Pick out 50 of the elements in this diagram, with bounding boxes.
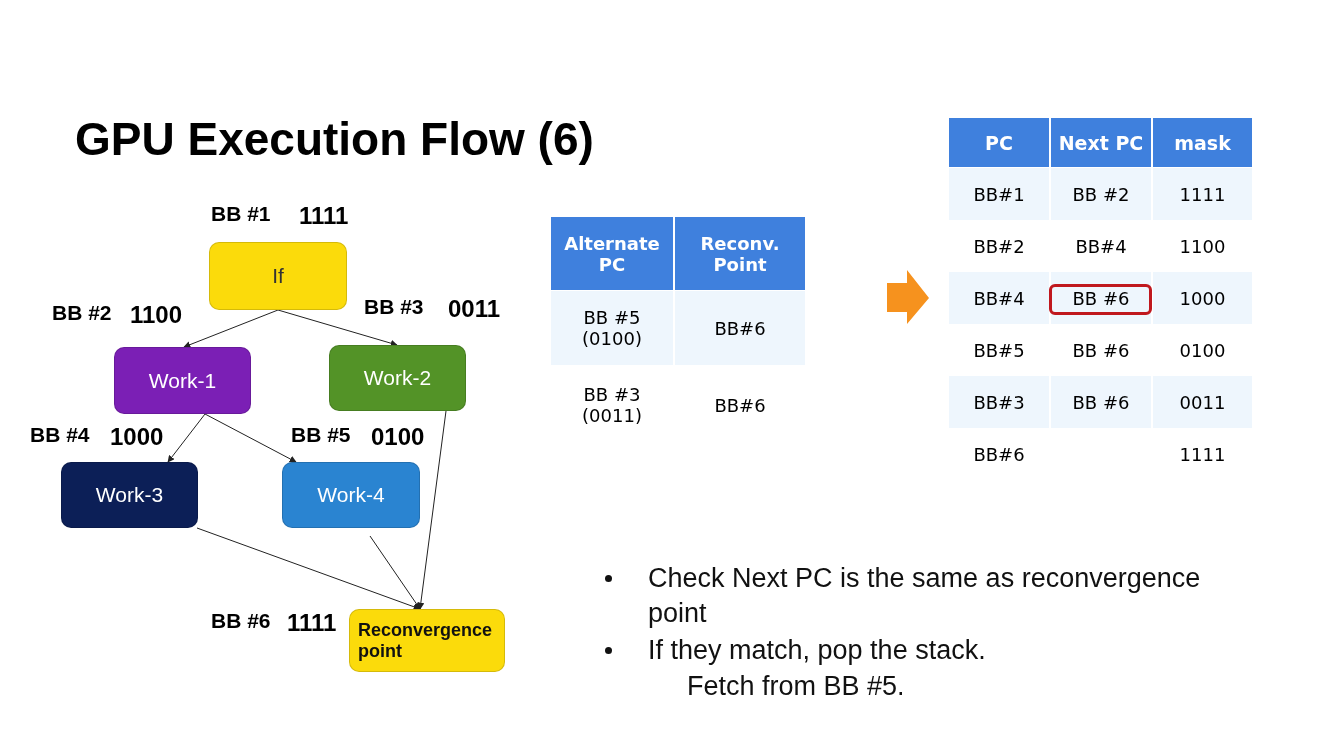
table-cell: BB#4 bbox=[949, 272, 1049, 324]
arrow bbox=[204, 413, 297, 463]
mask-value: 1100 bbox=[130, 301, 183, 329]
note-text: Fetch from BB #5. bbox=[687, 670, 906, 703]
node-label: Work-3 bbox=[94, 483, 165, 507]
block-label: BB #5 bbox=[291, 423, 351, 447]
mask-value: 1000 bbox=[110, 423, 164, 451]
process-box bbox=[114, 347, 251, 414]
bullet-item: If they match, pop the stack. bbox=[648, 634, 987, 667]
block-label: BB #6 bbox=[211, 609, 271, 633]
table-cell: BB #2 bbox=[1051, 168, 1151, 220]
block-label: BB #3 bbox=[364, 295, 424, 319]
mask-value: 0011 bbox=[448, 295, 501, 323]
table-cell: BB#3 bbox=[949, 376, 1049, 428]
table-cell: BB#6 bbox=[675, 291, 805, 365]
mask-value: 1111 bbox=[287, 609, 337, 637]
process-box bbox=[349, 609, 505, 672]
node-label: Work-2 bbox=[362, 366, 433, 390]
table-cell: BB#1 bbox=[949, 168, 1049, 220]
header-cell: PC bbox=[949, 118, 1049, 167]
header-cell: mask bbox=[1153, 118, 1252, 167]
block-label: BB #2 bbox=[52, 301, 112, 325]
arrow bbox=[183, 309, 279, 348]
arrow bbox=[369, 535, 421, 610]
node-label: Reconvergence point bbox=[357, 619, 494, 662]
process-box bbox=[329, 345, 466, 411]
mask-value: 1111 bbox=[299, 202, 349, 230]
table-cell: 1111 bbox=[1153, 168, 1252, 220]
node-label: Work-4 bbox=[316, 483, 386, 507]
header-cell: Next PC bbox=[1051, 118, 1151, 167]
bullet-item: Check Next PC is the same as reconvergence point bbox=[648, 562, 1202, 630]
process-box bbox=[61, 462, 198, 528]
arrow bbox=[196, 527, 421, 611]
slide-title: GPU Execution Flow (6) bbox=[75, 112, 594, 166]
arrow bbox=[277, 309, 398, 347]
process-box bbox=[209, 242, 347, 310]
mask-value: 0100 bbox=[371, 423, 425, 451]
table-cell: 0011 bbox=[1153, 376, 1252, 428]
arrow bbox=[167, 413, 206, 463]
block-label: BB #4 bbox=[30, 423, 90, 447]
table-cell: 1000 bbox=[1153, 272, 1252, 324]
block-label: BB #1 bbox=[211, 202, 271, 226]
node-label: Work-1 bbox=[147, 368, 218, 393]
header-cell: Alternate PC bbox=[551, 217, 673, 290]
table-cell: BB #5 (0100) bbox=[551, 291, 673, 365]
table-cell: BB #6 bbox=[1051, 376, 1151, 428]
node-label: If bbox=[271, 264, 285, 288]
process-box bbox=[282, 462, 420, 528]
header-cell: Reconv. Point bbox=[675, 217, 805, 290]
arrow bbox=[417, 410, 447, 610]
